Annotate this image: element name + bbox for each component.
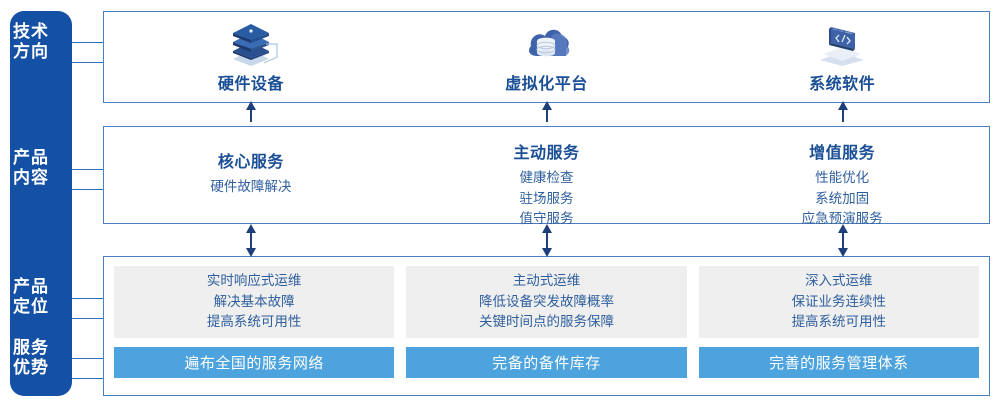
technology-label-hardware: 硬件设备	[217, 76, 284, 93]
technology-column-virtualization[interactable]: 虚拟化平台	[399, 11, 695, 103]
rail-label-line2: 定位	[13, 297, 49, 317]
positioning-card-indepth[interactable]: 深入式运维 保证业务连续性 提高系统可用性	[698, 266, 979, 338]
connector-stub-tech-bottom	[72, 62, 103, 63]
product-content-item: 应急预演服务	[801, 211, 883, 227]
product-content-column-proactive[interactable]: 主动服务 健康检查 驻场服务 值守服务	[399, 126, 695, 226]
arrow-double-virtualization	[542, 224, 552, 257]
arrow-up-system-software	[838, 101, 848, 122]
product-content-column-value-added[interactable]: 增值服务 性能优化 系统加固 应急预演服务	[694, 126, 990, 226]
bottom-panel-inner: 实时响应式运维 解决基本故障 提高系统可用性 主动式运维 降低设备突发故障概率 …	[103, 256, 990, 396]
arrow-head-down	[542, 248, 552, 257]
positioning-card-proactive[interactable]: 主动式运维 降低设备突发故障概率 关键时间点的服务保障	[406, 266, 687, 338]
arrow-up-hardware	[246, 101, 256, 122]
rail-label-line2: 内容	[13, 168, 49, 188]
connector-stub-content-bottom	[72, 189, 103, 190]
positioning-line: 关键时间点的服务保障	[478, 314, 614, 330]
product-content-title-value-added: 增值服务	[809, 145, 876, 162]
product-content-item: 硬件故障解决	[210, 179, 292, 195]
product-content-column-core[interactable]: 核心服务 硬件故障解决	[103, 126, 399, 224]
positioning-card-realtime[interactable]: 实时响应式运维 解决基本故障 提高系统可用性	[114, 266, 395, 338]
connector-stub-advantage-bottom	[72, 378, 103, 379]
positioning-row: 实时响应式运维 解决基本故障 提高系统可用性 主动式运维 降低设备突发故障概率 …	[114, 266, 979, 338]
rail-label-service-advantage: 服务 优势	[0, 338, 62, 378]
product-content-title-proactive: 主动服务	[513, 145, 580, 162]
product-content-item: 健康检查	[519, 170, 574, 185]
rail-label-line1: 服务	[13, 338, 49, 357]
advantage-bar-spare-parts[interactable]: 完备的备件库存	[406, 347, 687, 378]
arrow-head-up	[246, 224, 256, 233]
advantage-row: 遍布全国的服务网络 完备的备件库存 完善的服务管理体系	[114, 347, 979, 378]
advantage-bar-management-system[interactable]: 完善的服务管理体系	[698, 347, 979, 378]
rail-label-line1: 产品	[13, 277, 49, 296]
rail-label-product-positioning: 产品 定位	[0, 277, 62, 317]
rail-label-technology-direction: 技术 方向	[0, 22, 62, 62]
connector-stub-advantage-top	[72, 358, 103, 359]
positioning-line: 提高系统可用性	[791, 314, 887, 330]
product-content-item: 性能优化	[815, 170, 870, 185]
positioning-line: 提高系统可用性	[206, 314, 302, 330]
positioning-line: 深入式运维	[805, 272, 873, 288]
technology-columns: 硬件设备 虚拟化平台	[103, 11, 990, 103]
positioning-line: 主动式运维	[512, 272, 581, 288]
rail-label-line2: 优势	[13, 358, 49, 378]
arrow-double-system-software	[838, 224, 848, 257]
laptop-code-icon	[811, 20, 873, 66]
arrow-head-down	[838, 248, 848, 257]
technology-column-system-software[interactable]: 系统软件	[694, 11, 990, 103]
rail-label-line1: 技术	[13, 22, 49, 41]
positioning-line: 实时响应式运维	[206, 272, 302, 288]
connector-stub-tech-top	[72, 42, 103, 43]
product-content-item: 驻场服务	[519, 190, 574, 206]
server-stack-icon	[220, 20, 282, 66]
arrow-head-up	[838, 224, 848, 233]
arrow-head-up	[838, 101, 848, 110]
technology-label-system-software: 系统软件	[809, 76, 876, 93]
arrow-head-up	[542, 101, 552, 110]
arrow-head-up	[542, 224, 552, 233]
product-content-title-core: 核心服务	[217, 154, 284, 172]
rail-label-line1: 产品	[13, 148, 49, 167]
connector-stub-positioning-top	[72, 298, 103, 299]
arrow-head-up	[246, 101, 256, 110]
arrow-double-hardware	[246, 224, 256, 257]
positioning-line: 保证业务连续性	[791, 293, 887, 309]
category-rail	[10, 11, 72, 396]
arrow-head-down	[246, 248, 256, 257]
cloud-database-icon	[516, 20, 578, 66]
product-content-item: 值守服务	[519, 211, 574, 227]
rail-label-product-content: 产品 内容	[0, 148, 62, 188]
connector-stub-content-top	[72, 169, 103, 170]
positioning-line: 解决基本故障	[213, 293, 295, 309]
positioning-line: 降低设备突发故障概率	[478, 293, 614, 309]
connector-stub-positioning-bottom	[72, 318, 103, 319]
arrow-up-virtualization	[542, 101, 552, 122]
rail-label-line2: 方向	[13, 42, 49, 62]
product-content-panel	[103, 126, 990, 224]
technology-label-virtualization: 虚拟化平台	[505, 76, 588, 93]
advantage-bar-service-network[interactable]: 遍布全国的服务网络	[114, 347, 395, 378]
technology-column-hardware[interactable]: 硬件设备	[103, 11, 399, 103]
product-content-item: 系统加固	[815, 190, 870, 206]
product-content-columns: 核心服务 硬件故障解决 主动服务 健康检查 驻场服务 值守服务 增值服务 性能优…	[103, 126, 990, 226]
